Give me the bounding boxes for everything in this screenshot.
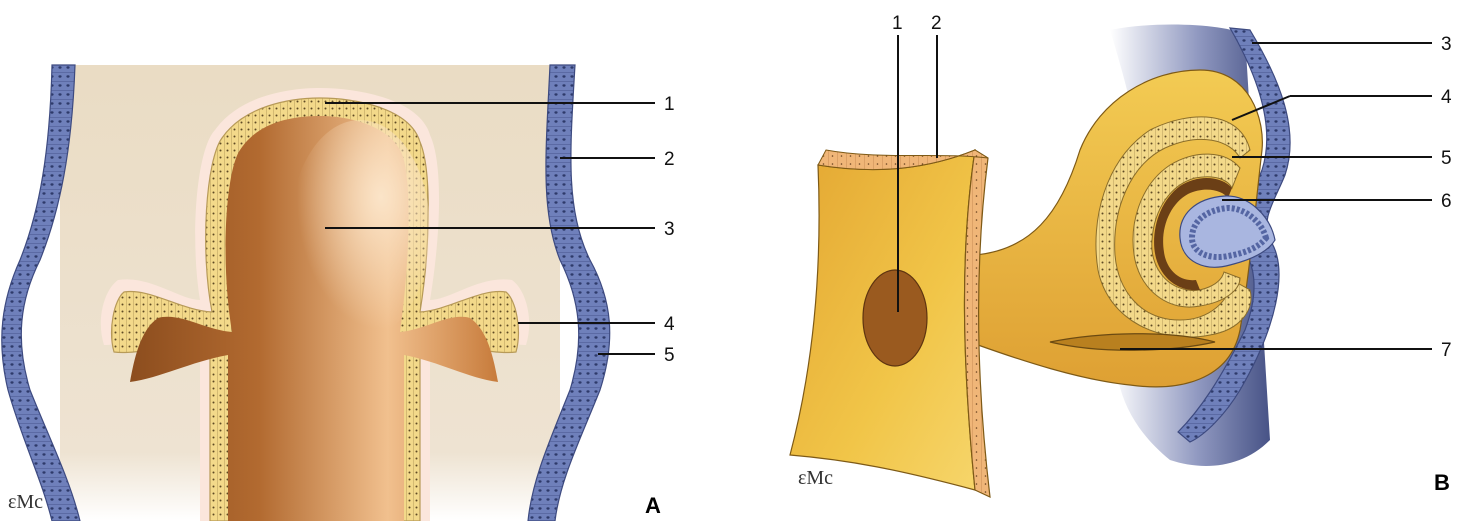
label-b-5: 5 [1441, 148, 1452, 169]
panel-a: 1 2 3 4 5 ɛMc A [2, 65, 675, 521]
watermark-b: ɛMc [798, 467, 833, 489]
panel-letter-b: B [1434, 470, 1450, 495]
label-a-5: 5 [664, 345, 675, 366]
label-b-7: 7 [1441, 340, 1452, 361]
label-b-1: 1 [892, 13, 903, 34]
panel-letter-a: A [645, 493, 661, 518]
watermark-a: ɛMc [8, 491, 43, 513]
lumen-highlight [290, 120, 430, 340]
label-b-4: 4 [1441, 87, 1452, 108]
panel-b: 1 2 3 4 5 6 7 ɛMc B [790, 13, 1452, 497]
label-a-1: 1 [664, 94, 675, 115]
optic-opening [863, 270, 927, 366]
label-a-4: 4 [664, 314, 675, 335]
label-b-3: 3 [1441, 34, 1452, 55]
label-a-3: 3 [664, 219, 675, 240]
label-a-2: 2 [664, 149, 675, 170]
label-b-2: 2 [931, 13, 942, 34]
label-b-6: 6 [1441, 191, 1452, 212]
